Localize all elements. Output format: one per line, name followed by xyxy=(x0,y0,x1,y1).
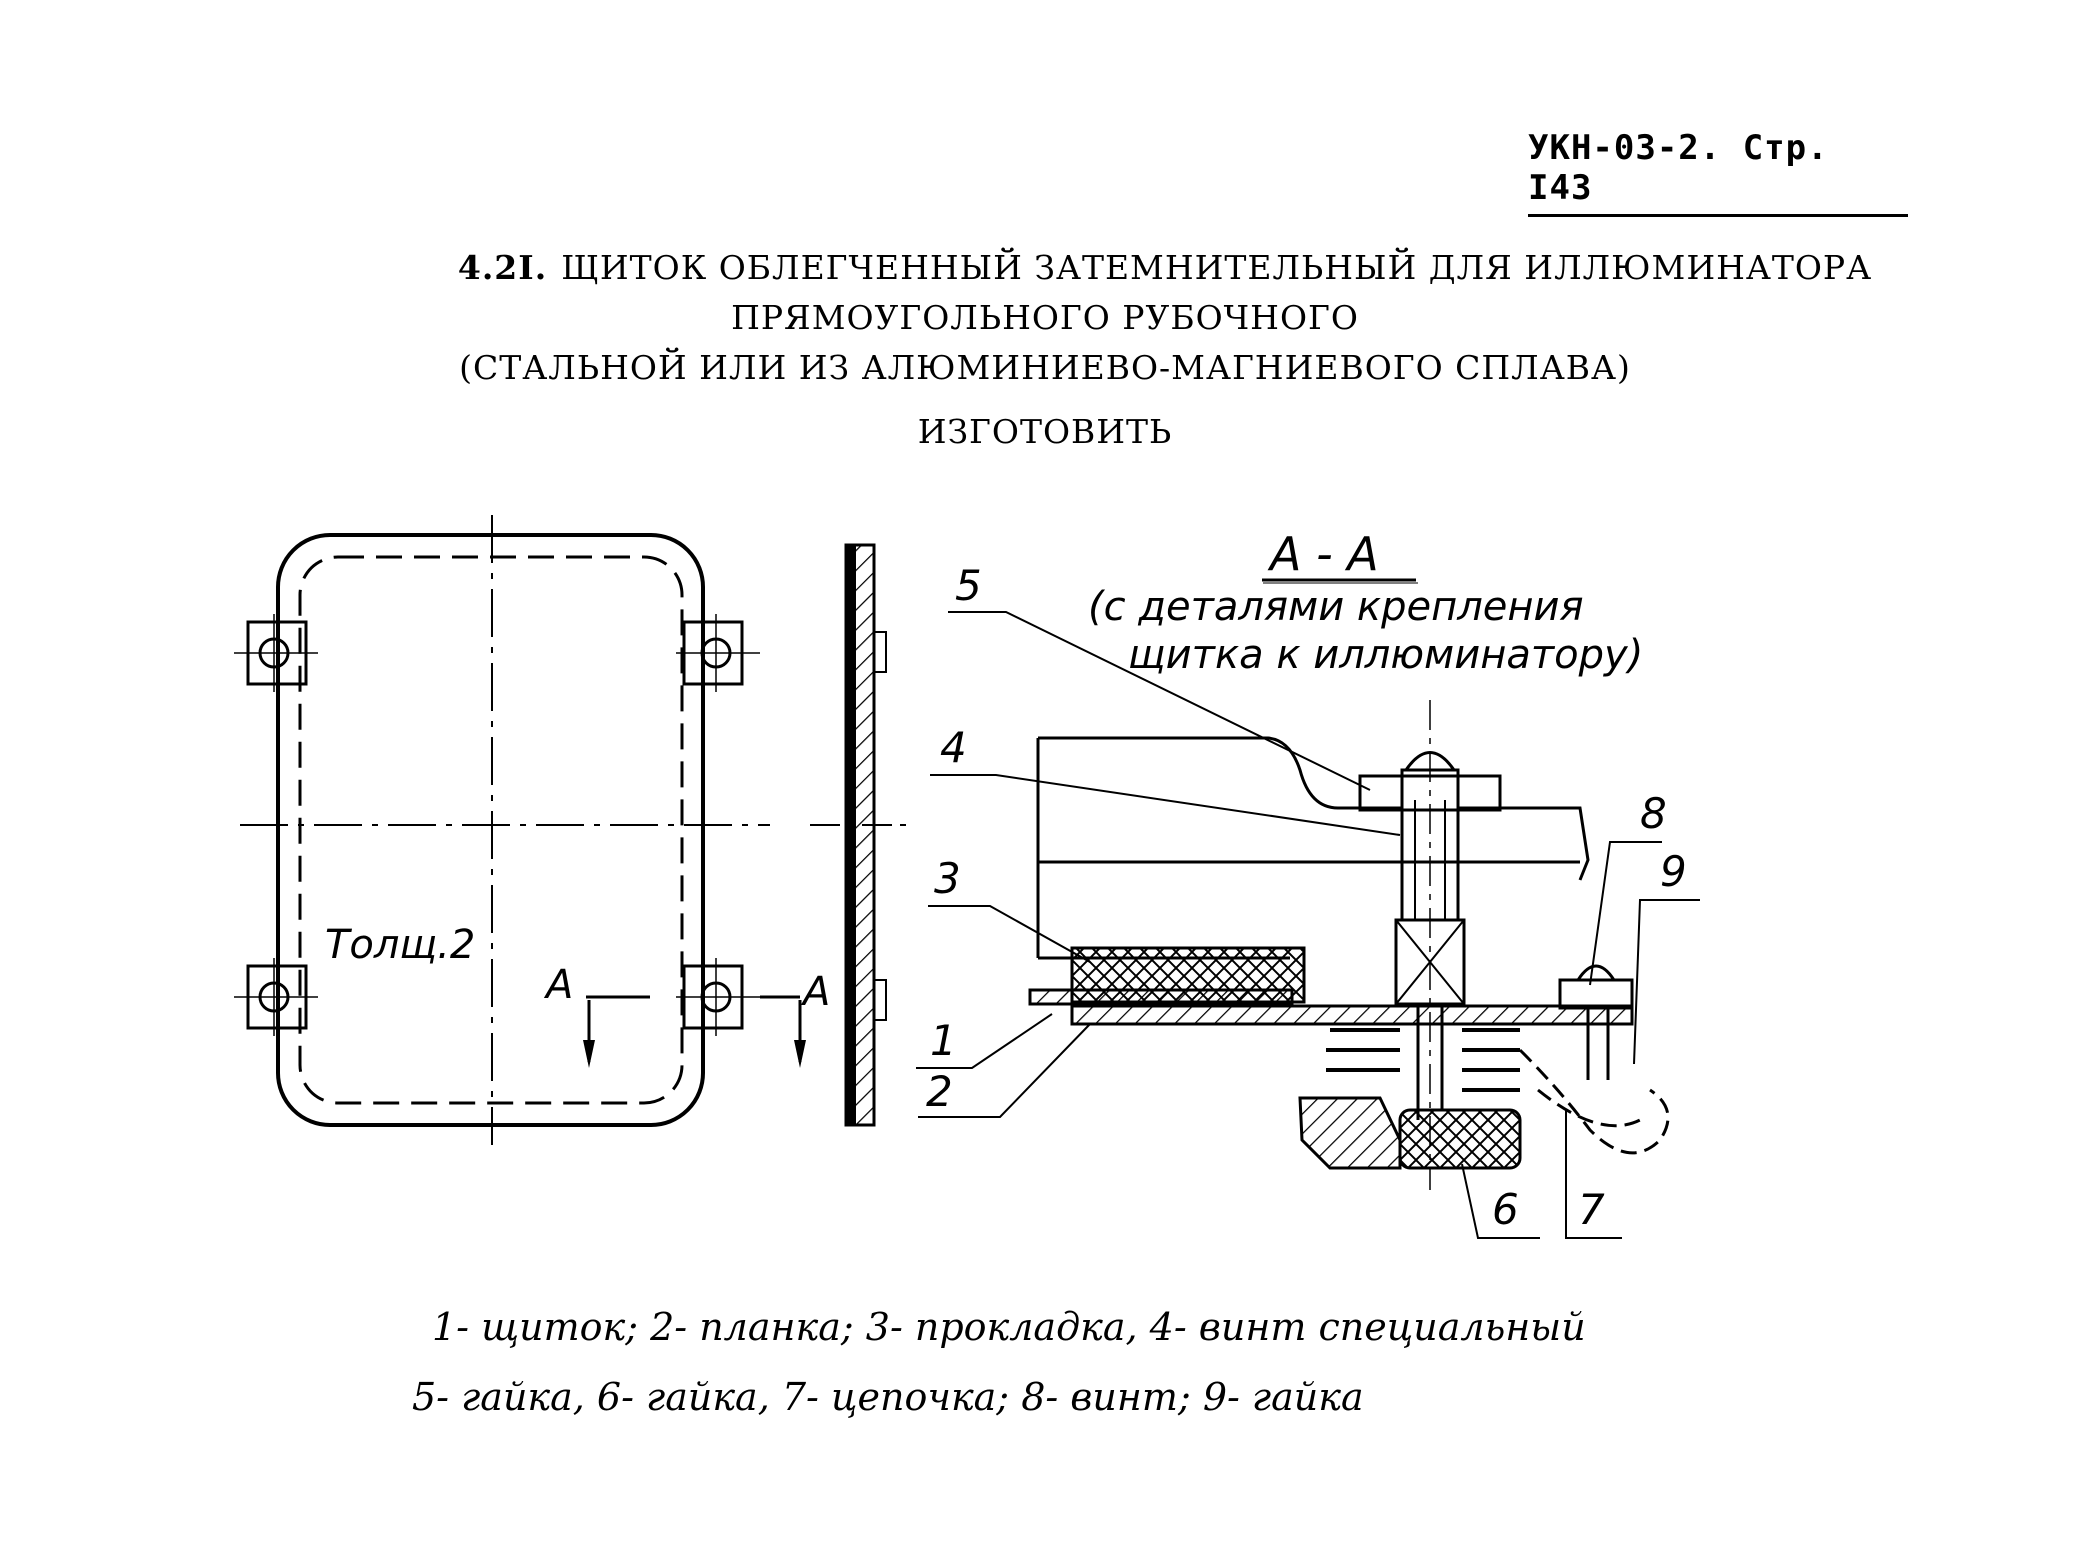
section-title: А - А xyxy=(1267,527,1379,581)
title-line-4: ИЗГОТОВИТЬ xyxy=(917,412,1173,451)
section-subtitle-2: щитка к иллюминатору) xyxy=(1128,632,1643,678)
section-a-a-view xyxy=(1028,578,1670,1190)
title-text-1: ЩИТОК ОБЛЕГЧЕННЫЙ ЗАТЕМНИТЕЛЬНЫЙ ДЛЯ ИЛЛ… xyxy=(561,248,1873,287)
section-mark-left: А xyxy=(543,962,573,1008)
callout-1: 1 xyxy=(930,1016,957,1065)
callout-4: 4 xyxy=(940,723,967,772)
document-code: УКН-03-2. Стр. I43 xyxy=(1528,128,1908,217)
legend-line-1: 1- щиток; 2- планка; 3- прокладка, 4- ви… xyxy=(432,1305,1586,1349)
section-subtitle-1: (с деталями крепления xyxy=(1088,584,1584,630)
shield-front-view xyxy=(234,515,806,1145)
title-line-3: (СТАЛЬНОЙ ИЛИ ИЗ АЛЮМИНИЕВО-МАГНИЕВОГО С… xyxy=(459,348,1631,387)
thickness-note: Толщ.2 xyxy=(325,922,475,968)
section-number: 4.2I. xyxy=(457,248,548,287)
callout-2: 2 xyxy=(926,1067,953,1116)
callout-3: 3 xyxy=(934,854,961,903)
section-mark-right: А xyxy=(800,969,830,1015)
shield-side-view xyxy=(810,543,910,1127)
callout-7: 7 xyxy=(1578,1185,1605,1234)
title-line-2: ПРЯМОУГОЛЬНОГО РУБОЧНОГО xyxy=(731,298,1359,337)
callout-8: 8 xyxy=(1640,789,1667,838)
callout-9: 9 xyxy=(1660,847,1687,896)
callout-6: 6 xyxy=(1492,1185,1519,1234)
legend-line-2: 5- гайка, 6- гайка, 7- цепочка; 8- винт;… xyxy=(412,1375,1364,1419)
callout-5: 5 xyxy=(955,561,982,610)
title-line-1: 4.2I. ЩИТОК ОБЛЕГЧЕННЫЙ ЗАТЕМНИТЕЛЬНЫЙ ДЛ… xyxy=(0,248,2090,287)
callout-leaders xyxy=(916,611,1700,1239)
